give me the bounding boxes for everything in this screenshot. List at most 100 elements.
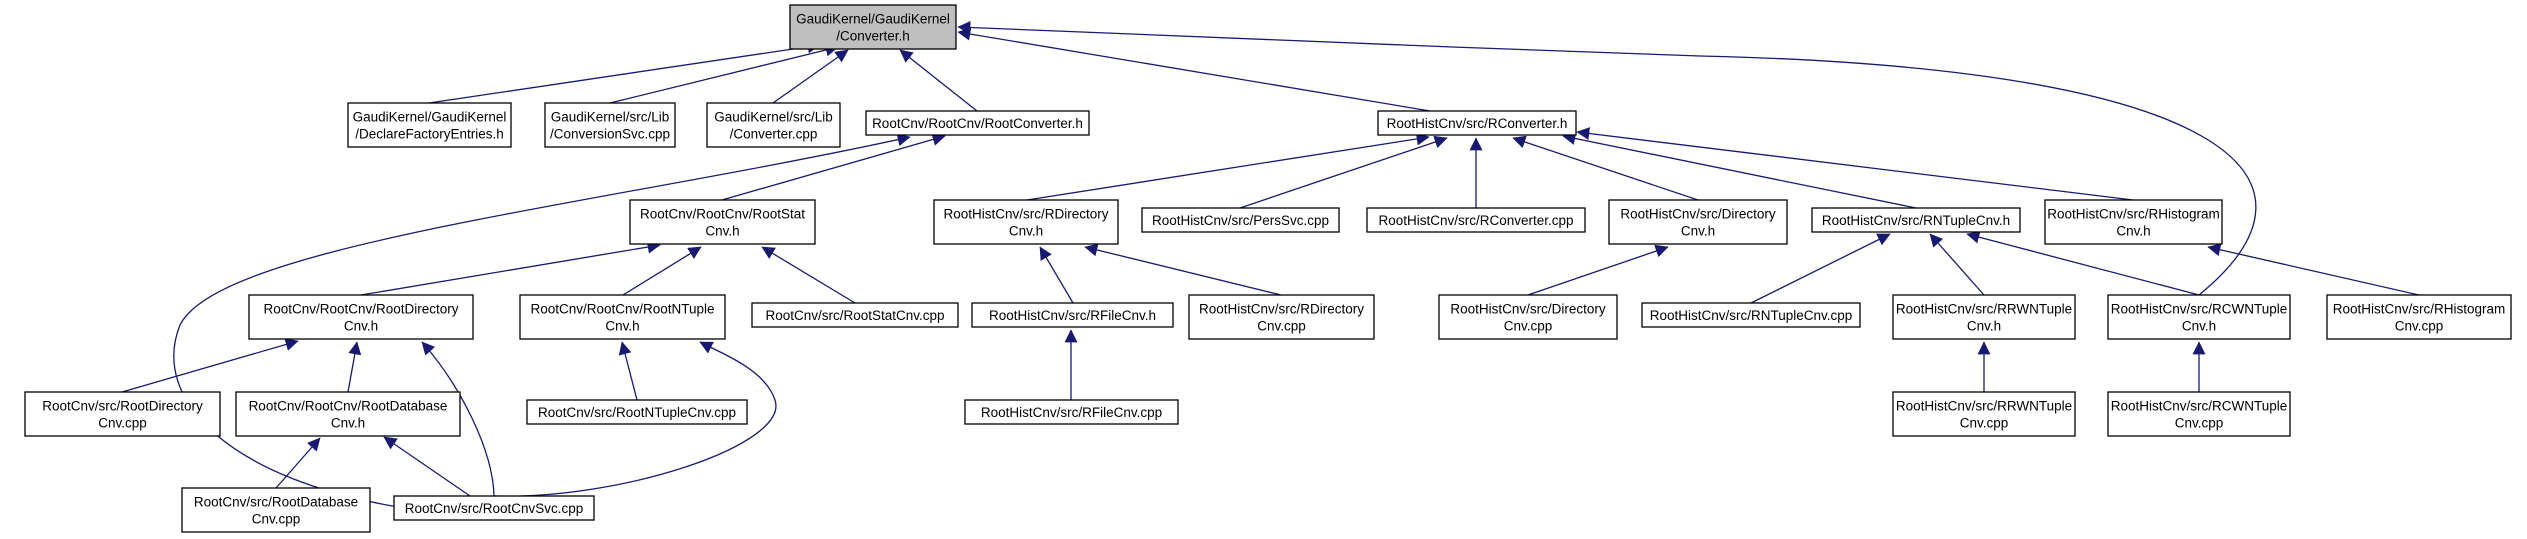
graph-node-n11[interactable]: RootHistCnv/src/RNTupleCnv.h [1811, 207, 2021, 233]
edge-n1-n0 [428, 40, 821, 104]
node-box [706, 102, 841, 148]
graph-node-n25[interactable]: RootCnv/src/RootNTupleCnv.cpp [526, 399, 748, 425]
edge-n19-n11 [1750, 233, 1891, 304]
graph-node-n6[interactable]: RootCnv/RootCnv/RootStatCnv.h [629, 199, 816, 245]
node-box [1892, 294, 2076, 340]
node-box [1188, 294, 1375, 340]
node-box [235, 391, 461, 437]
node-label-line: Cnv.cpp [2175, 416, 2224, 431]
node-label-line: /Converter.h [836, 29, 910, 44]
node-box [544, 102, 676, 148]
graph-node-n26[interactable]: RootHistCnv/src/RFileCnv.cpp [964, 399, 1179, 425]
node-label-line: Cnv.cpp [1960, 416, 2009, 431]
node-label-line: RootHistCnv/src/RConverter.h [1387, 116, 1568, 131]
node-label-line: Cnv.cpp [252, 512, 301, 527]
node-label-line: RootCnv/RootCnv/RootDirectory [263, 302, 458, 317]
graph-node-n2[interactable]: GaudiKernel/src/Lib/ConversionSvc.cpp [544, 102, 676, 148]
node-box [1141, 207, 1340, 233]
node-label-line: RootHistCnv/src/RNTupleCnv.cpp [1650, 308, 1853, 323]
node-label-line: RootHistCnv/src/RNTupleCnv.h [1822, 213, 2010, 228]
node-box [933, 199, 1119, 245]
node-box [1608, 199, 1788, 245]
node-box [1641, 302, 1861, 328]
edge-n13-n6 [360, 240, 661, 296]
node-label-line: Cnv.h [1967, 319, 2001, 334]
graph-node-n3[interactable]: GaudiKernel/src/Lib/Converter.cpp [706, 102, 841, 148]
edge-n4-n0 [899, 49, 978, 112]
edge-n21-n11 [1966, 230, 2200, 296]
node-label-line: Cnv.h [705, 224, 739, 239]
edge-n30-n14 [493, 341, 777, 497]
node-label-line: Cnv.h [331, 416, 365, 431]
edge-n30-n4 [173, 133, 911, 509]
node-label-line: RootCnv/RootCnv/RootDatabase [249, 399, 448, 414]
graph-node-n14[interactable]: RootCnv/RootCnv/RootNTupleCnv.h [519, 294, 726, 340]
node-label-line: RootCnv/src/RootStatCnv.cpp [765, 308, 944, 323]
node-box [971, 302, 1174, 328]
edge-n10-n5 [1512, 135, 1699, 201]
edge-n25-n14 [618, 341, 638, 401]
edge-n2-n0 [609, 43, 839, 104]
graph-node-n9[interactable]: RootHistCnv/src/RConverter.cpp [1366, 207, 1586, 233]
graph-node-n8[interactable]: RootHistCnv/src/PersSvc.cpp [1141, 207, 1340, 233]
graph-node-n19[interactable]: RootHistCnv/src/RNTupleCnv.cpp [1641, 302, 1861, 328]
node-box [2107, 391, 2291, 437]
edge-n14-n6 [622, 246, 702, 296]
nodes-layer: GaudiKernel/GaudiKernel/Converter.hGaudi… [24, 4, 2512, 533]
node-box [181, 487, 371, 533]
edge-n23-n13 [121, 338, 299, 393]
node-label-line: Cnv.h [605, 319, 639, 334]
node-box [526, 399, 748, 425]
graph-node-n1[interactable]: GaudiKernel/GaudiKernel/DeclareFactoryEn… [347, 102, 512, 148]
node-box [2326, 294, 2512, 340]
node-box [2044, 199, 2223, 245]
node-label-line: RootHistCnv/src/RCWNTuple [2111, 302, 2288, 317]
node-label-line: RootHistCnv/src/RHistogram [2047, 207, 2220, 222]
graph-node-n30[interactable]: RootCnv/src/RootCnvSvc.cpp [393, 495, 595, 521]
graph-node-n0[interactable]: GaudiKernel/GaudiKernel/Converter.h [789, 4, 957, 50]
node-label-line: Cnv.h [344, 319, 378, 334]
node-label-line: GaudiKernel/src/Lib [714, 110, 833, 125]
node-label-line: RootHistCnv/src/RHistogram [2333, 302, 2506, 317]
edge-n5-n0 [957, 27, 1431, 112]
node-label-line: RootHistCnv/src/Directory [1620, 207, 1776, 222]
node-box [519, 294, 726, 340]
node-label-line: GaudiKernel/GaudiKernel [796, 12, 950, 27]
edges-layer [121, 20, 2420, 509]
node-label-line: Cnv.cpp [1504, 319, 1553, 334]
node-label-line: RootCnv/src/RootDirectory [42, 399, 203, 414]
node-box [248, 294, 474, 340]
edge-n6-n4 [721, 133, 946, 201]
edge-n17-n7 [1084, 243, 1282, 296]
graph-node-n5[interactable]: RootHistCnv/src/RConverter.h [1377, 110, 1577, 136]
node-box [24, 391, 221, 437]
node-box [789, 4, 957, 50]
edge-n11-n5 [1562, 132, 1917, 209]
node-label-line: RootCnv/RootCnv/RootStat [640, 207, 805, 222]
node-label-line: RootHistCnv/src/PersSvc.cpp [1152, 213, 1329, 228]
node-box [1377, 110, 1577, 136]
edge-n20-n11 [1929, 233, 1985, 296]
graph-node-n15[interactable]: RootCnv/src/RootStatCnv.cpp [751, 302, 959, 328]
edge-n3-n0 [772, 49, 849, 104]
node-label-line: RootHistCnv/src/RConverter.cpp [1378, 213, 1573, 228]
node-box [1892, 391, 2076, 437]
edge-n24-n13 [347, 341, 362, 393]
graph-node-n4[interactable]: RootCnv/RootCnv/RootConverter.h [865, 110, 1090, 136]
edge-n7-n5 [1026, 132, 1430, 201]
graph-node-n16[interactable]: RootHistCnv/src/RFileCnv.h [971, 302, 1174, 328]
